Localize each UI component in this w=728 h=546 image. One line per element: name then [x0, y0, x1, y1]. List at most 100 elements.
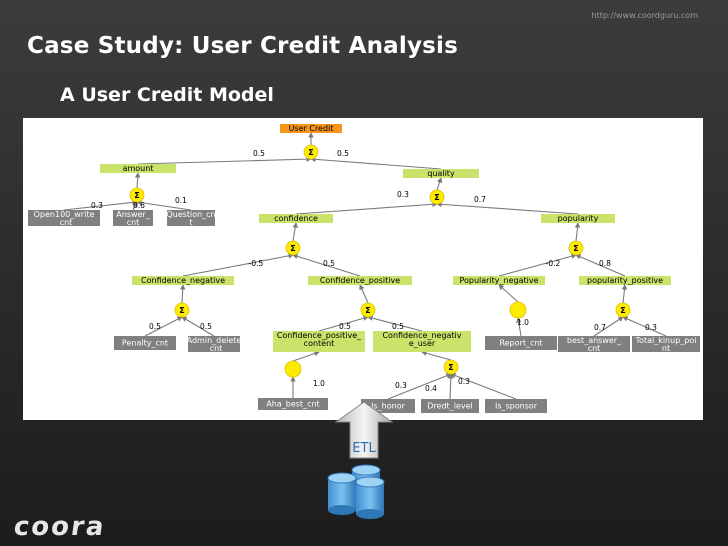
edge-open100-to-s_amount: [63, 199, 138, 211]
edge-dredt-to-s_user: [448, 373, 454, 400]
node-report: Report_cnt: [485, 336, 557, 350]
edge-o_popneg-to-pop_neg: [498, 284, 519, 303]
weight-conf-neg: -0.5: [249, 259, 264, 268]
node-answer: Answer_cnt: [113, 210, 153, 227]
node-is-sponsor: Is_sponsor: [485, 399, 547, 413]
database-cylinders-icon: [327, 464, 385, 519]
edge-is_honor-to-s_user: [387, 373, 452, 400]
node-label: Aha_best_cnt: [266, 400, 319, 409]
sigma-label: Σ: [134, 191, 139, 200]
weight-conf-pos: 0.5: [323, 259, 335, 268]
node-label: confidence: [274, 214, 318, 223]
node-cp-content: Confidence_positive_content: [273, 331, 365, 352]
sigma-label: Σ: [290, 244, 295, 253]
node-penalty: Penalty_cnt: [114, 336, 176, 350]
node-s-root: Σ: [303, 144, 319, 160]
node-label: User Credit: [289, 124, 334, 133]
coora-logo: coora: [11, 512, 108, 542]
edge-cp_content-to-s_confpos: [318, 315, 369, 332]
node-aha: Aha_best_cnt: [258, 398, 328, 410]
node-label: Confidence_positive: [320, 276, 400, 285]
edge-amount-to-s_root: [137, 156, 312, 165]
node-conf-pos: Confidence_positive: [308, 276, 412, 285]
node-label: quality: [427, 169, 455, 178]
weight-question: 0.1: [175, 196, 187, 205]
node-quality: quality: [403, 169, 479, 178]
sigma-label: Σ: [308, 148, 313, 157]
node-label: Report_cnt: [499, 339, 542, 348]
node-user-credit: User Credit: [280, 124, 342, 133]
weight-report: 1.0: [517, 318, 529, 327]
page-title: Case Study: User Credit Analysis: [27, 33, 459, 59]
edge-is_sponsor-to-s_user: [450, 373, 517, 400]
node-s-confneg: Σ: [174, 302, 190, 318]
etl-svg: ETL: [327, 401, 394, 519]
sigma-label: Σ: [620, 306, 625, 315]
node-label: Is_honor: [371, 402, 405, 411]
node-best-answer: best_answer_cnt: [558, 336, 630, 353]
node-label: Popularity_negative: [459, 276, 538, 285]
node-s-conf: Σ: [285, 240, 301, 256]
edge-best_answer-to-s_poppos: [593, 316, 624, 337]
edge-s_amount-to-amount: [134, 172, 141, 189]
edge-question-to-s_amount: [136, 199, 192, 211]
edge-pop_neg-to-s_pop: [498, 253, 577, 277]
node-o-popneg: [509, 301, 527, 319]
edge-pop_pos-to-s_pop: [575, 254, 626, 277]
edge-confidence-to-s_quality: [295, 201, 438, 215]
site-url: http://www.coordguru.com: [591, 11, 699, 20]
node-popularity: popularity: [541, 214, 615, 223]
weight-root-quality: 0.5: [337, 149, 349, 158]
node-label: best_answer_cnt: [567, 336, 622, 353]
node-o-content: [284, 360, 302, 378]
node-s-poppos: Σ: [615, 302, 631, 318]
node-s-confpos: Σ: [360, 302, 376, 318]
sigma-label: Σ: [365, 306, 370, 315]
node-label: Is_sponsor: [495, 402, 538, 411]
edge-s_confpos-to-conf_pos: [359, 284, 369, 304]
edge-quality-to-s_root: [310, 156, 442, 170]
node-label: Admin_delete_cnt: [187, 336, 242, 353]
weight-is-honor: 0.3: [395, 381, 407, 390]
weight-admin: 0.5: [200, 322, 212, 331]
weight-open100: 0.3: [91, 201, 103, 210]
node-label: Open100_write_cnt: [34, 210, 95, 227]
weight-popularity: 0.7: [474, 195, 486, 204]
edge-report-to-o_popneg: [516, 317, 522, 337]
node-label: Answer_cnt: [116, 210, 150, 227]
weight-best-answer: 0.7: [594, 323, 606, 332]
weight-total-kinup: 0.3: [645, 323, 657, 332]
sigma-label: Σ: [434, 193, 439, 202]
node-s-user: Σ: [443, 359, 459, 375]
etl-label: ETL: [352, 441, 376, 456]
weight-cp-content: 0.5: [339, 322, 351, 331]
edge-o_content-to-cp_content: [292, 350, 320, 362]
edge-s_user-to-cn_user: [421, 350, 452, 361]
edge-admin-to-s_confneg: [181, 316, 215, 337]
weight-penalty: 0.5: [149, 322, 161, 331]
weight-confidence: 0.3: [397, 190, 409, 199]
etl-graphic: ETL: [310, 400, 420, 520]
weight-pop-pos: 0.8: [599, 259, 611, 268]
node-label: Dredt_level: [427, 402, 472, 411]
node-dredt: Dredt_level: [421, 399, 479, 413]
edge-conf_neg-to-s_conf: [182, 253, 294, 277]
node-open100: Open100_write_cnt: [28, 210, 100, 227]
weight-pop-neg: -0.2: [546, 259, 561, 268]
node-conf-neg: Confidence_negative: [132, 276, 234, 285]
node-pop-pos: popularity_positive: [579, 276, 671, 285]
node-pop-neg: Popularity_negative: [453, 276, 545, 285]
node-label: Confidence_positive_content: [277, 331, 362, 348]
weight-answer: 0.6: [133, 201, 145, 210]
sigma-label: Σ: [573, 244, 578, 253]
weight-cn-user: 0.5: [392, 322, 404, 331]
node-label: popularity: [558, 214, 599, 223]
node-label: popularity_positive: [587, 276, 663, 285]
edge-s_conf-to-confidence: [292, 222, 298, 242]
weight-root-amount: 0.5: [253, 149, 265, 158]
edge-total_kinup-to-s_poppos: [622, 316, 667, 337]
node-label: Penalty_cnt: [122, 339, 168, 348]
